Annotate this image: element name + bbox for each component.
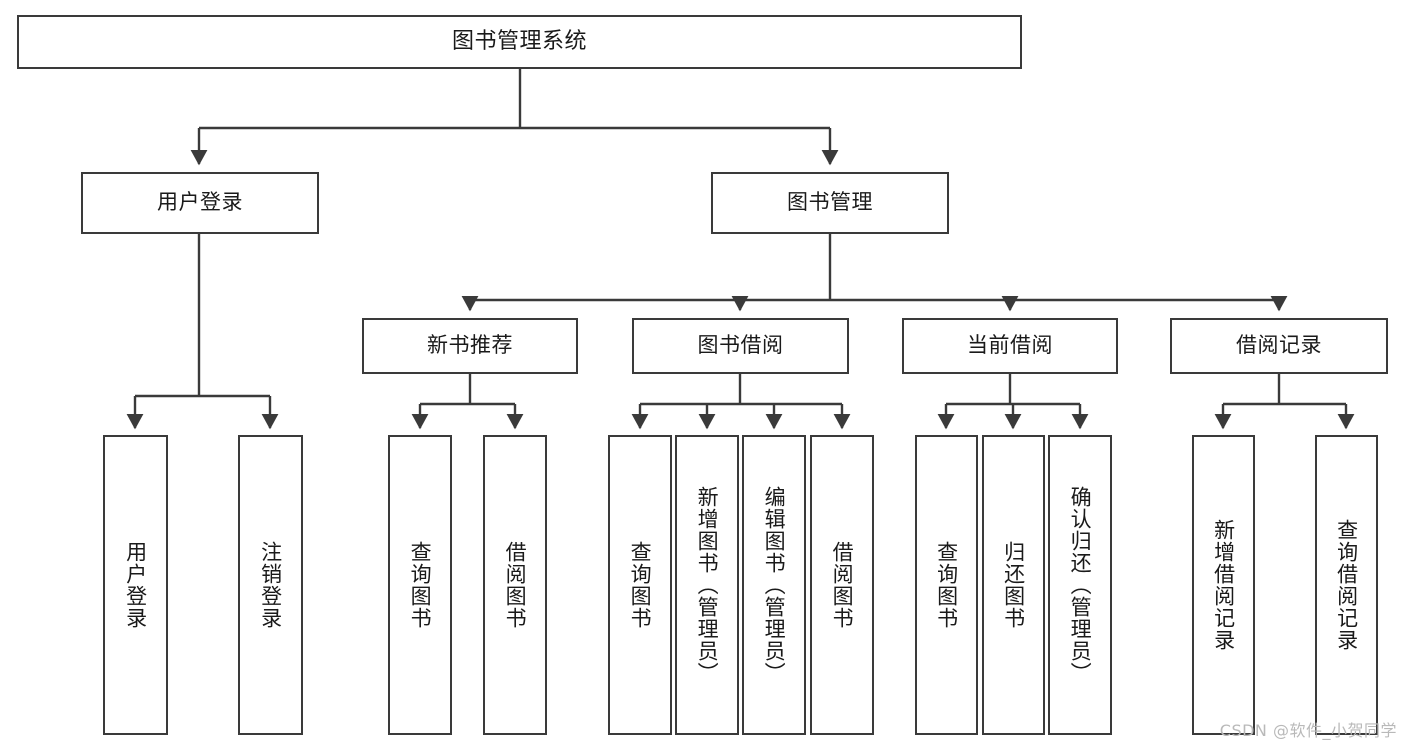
- leaf-new-book-borrow-books[interactable]: 借阅图书: [483, 435, 547, 735]
- node-label: 新增借阅记录: [1211, 519, 1236, 651]
- node-label: 借阅图书: [830, 541, 855, 629]
- csdn-watermark: CSDN @软件_小贺同学: [1219, 721, 1397, 740]
- leaf-borrow-records-query-record[interactable]: 查询借阅记录: [1315, 435, 1378, 735]
- leaf-user-login-login[interactable]: 用户登录: [103, 435, 168, 735]
- node-borrowing-records[interactable]: 借阅记录: [1170, 318, 1388, 374]
- node-label: 新增图书（管理员）: [695, 486, 720, 684]
- node-book-borrowing[interactable]: 图书借阅: [632, 318, 849, 374]
- leaf-book-borrow-edit-book-admin[interactable]: 编辑图书（管理员）: [742, 435, 806, 735]
- node-label: 注销登录: [258, 541, 283, 629]
- node-label: 查询图书: [408, 541, 433, 629]
- node-label: 借阅图书: [503, 541, 528, 629]
- node-label: 当前借阅: [967, 333, 1053, 358]
- node-label: 编辑图书（管理员）: [762, 486, 787, 684]
- node-label: 确认归还（管理员）: [1068, 486, 1093, 684]
- node-book-management[interactable]: 图书管理: [711, 172, 949, 234]
- leaf-current-borrow-return-books[interactable]: 归还图书: [982, 435, 1045, 735]
- node-user-login[interactable]: 用户登录: [81, 172, 319, 234]
- node-label: 查询借阅记录: [1334, 519, 1359, 651]
- node-label: 用户登录: [157, 190, 243, 215]
- node-label: 归还图书: [1001, 541, 1026, 629]
- leaf-current-borrow-query-books[interactable]: 查询图书: [915, 435, 978, 735]
- leaf-borrow-records-add-record[interactable]: 新增借阅记录: [1192, 435, 1255, 735]
- node-label: 查询图书: [934, 541, 959, 629]
- node-label: 图书借阅: [697, 333, 784, 358]
- node-root-book-management-system[interactable]: 图书管理系统: [17, 15, 1022, 69]
- node-label: 查询图书: [628, 541, 653, 629]
- leaf-new-book-query-books[interactable]: 查询图书: [388, 435, 452, 735]
- leaf-current-borrow-confirm-return-admin[interactable]: 确认归还（管理员）: [1048, 435, 1112, 735]
- node-label: 借阅记录: [1236, 333, 1322, 358]
- node-current-borrowing[interactable]: 当前借阅: [902, 318, 1118, 374]
- leaf-user-login-logout[interactable]: 注销登录: [238, 435, 303, 735]
- node-label: 用户登录: [123, 541, 148, 629]
- leaf-book-borrow-add-book-admin[interactable]: 新增图书（管理员）: [675, 435, 739, 735]
- node-label: 图书管理系统: [451, 28, 587, 54]
- node-label: 新书推荐: [427, 333, 513, 358]
- node-label: 图书管理: [787, 190, 873, 215]
- node-new-book-recommendation[interactable]: 新书推荐: [362, 318, 578, 374]
- leaf-book-borrow-query-books[interactable]: 查询图书: [608, 435, 672, 735]
- leaf-book-borrow-borrow-books[interactable]: 借阅图书: [810, 435, 874, 735]
